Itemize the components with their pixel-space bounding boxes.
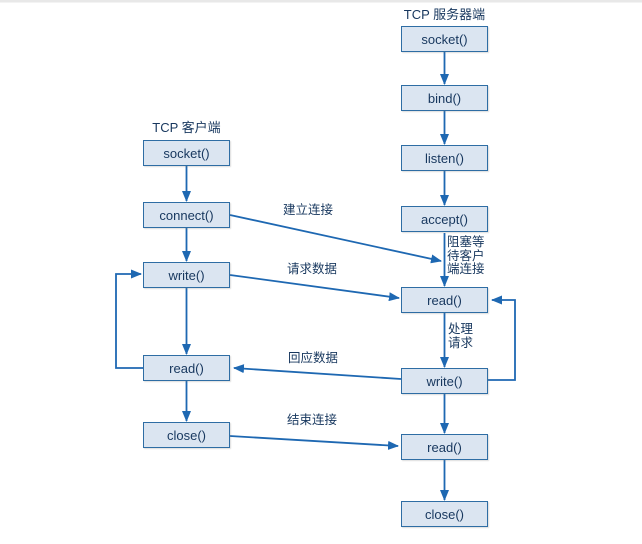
edge-response-data [233, 364, 402, 380]
edge-label-establish: 建立连接 [283, 203, 334, 217]
edge-label-response: 回应数据 [288, 351, 339, 365]
client-node-socket[interactable]: socket() [143, 140, 230, 166]
edge-establish-connection [229, 214, 442, 264]
client-node-read[interactable]: read() [143, 355, 230, 381]
edge-finish-connection [229, 435, 399, 450]
server-node-write[interactable]: write() [401, 368, 488, 394]
edge-label-request: 请求数据 [287, 262, 338, 276]
edge-server-loop [488, 295, 516, 381]
server-node-read-2[interactable]: read() [401, 434, 488, 460]
server-node-close[interactable]: close() [401, 501, 488, 527]
client-column-title: TCP 客户端 [152, 120, 221, 135]
edge-label-process: 处理 请求 [448, 322, 474, 350]
server-node-bind[interactable]: bind() [401, 85, 488, 111]
edge-label-block-wait: 阻塞等 待客户 端连接 [447, 235, 485, 276]
server-node-socket[interactable]: socket() [401, 26, 488, 52]
server-column-title: TCP 服务器端 [403, 7, 486, 22]
window-edge [0, 0, 642, 3]
edge-client-loop [115, 269, 143, 369]
server-node-accept[interactable]: accept() [401, 206, 488, 232]
edge-request-data [229, 274, 400, 302]
client-node-close[interactable]: close() [143, 422, 230, 448]
client-node-write[interactable]: write() [143, 262, 230, 288]
client-node-connect[interactable]: connect() [143, 202, 230, 228]
server-node-read-1[interactable]: read() [401, 287, 488, 313]
server-node-listen[interactable]: listen() [401, 145, 488, 171]
edge-label-finish: 结束连接 [287, 413, 338, 427]
